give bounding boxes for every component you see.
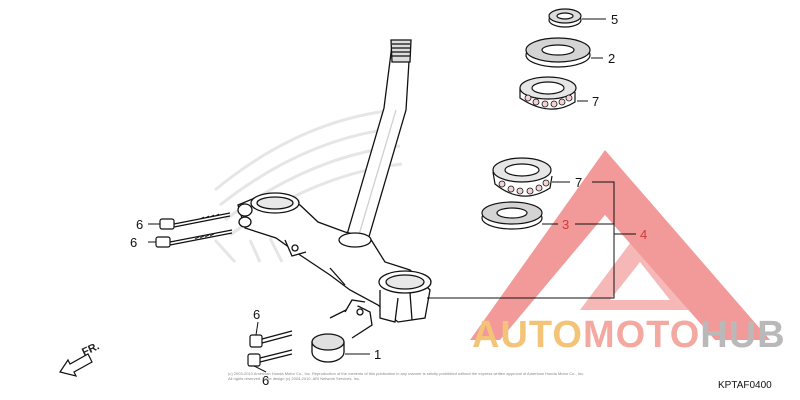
watermark-word-2: MOTO	[582, 314, 701, 356]
watermark-triangle	[470, 150, 770, 340]
front-direction-arrow: FR.	[59, 340, 101, 377]
steering-stem	[345, 39, 412, 241]
callout-2: 2	[608, 51, 615, 66]
lower-cone-race	[481, 201, 543, 230]
lower-fork-bridge	[237, 192, 432, 323]
bolt-lower-a	[249, 330, 293, 348]
callout-4: 4	[640, 227, 647, 242]
stem-nut	[548, 8, 582, 28]
copyright-notice: (c) 2003-2010 American Honda Motor Co., …	[228, 371, 585, 381]
watermark-word-3: HUB	[700, 314, 786, 356]
callout-1: 1	[374, 347, 381, 362]
leader-lines	[148, 18, 636, 373]
lower-steering-bearing	[492, 157, 553, 197]
callout-6-lower-a: 6	[253, 307, 260, 322]
bolt-upper-left-a	[159, 212, 231, 230]
callout-5: 5	[611, 12, 618, 27]
cable-clamp	[311, 299, 373, 363]
front-direction-label: FR.	[80, 340, 101, 358]
callout-6-lower-b: 6	[262, 373, 269, 388]
callout-6-upper-b: 6	[130, 235, 137, 250]
watermark-word-1: AUTO	[472, 314, 583, 356]
upper-steering-bearing	[519, 76, 577, 110]
diagram-reference-code: KPTAF0400	[718, 380, 772, 391]
callout-7-lower: 7	[575, 175, 582, 190]
watermark-logo: AUTOMOTOHUB	[472, 314, 786, 357]
callout-3: 3	[562, 217, 569, 232]
upper-cone-race	[525, 37, 591, 68]
bolt-lower-b	[247, 349, 293, 367]
callout-6-upper-a: 6	[136, 217, 143, 232]
callout-7-upper: 7	[592, 94, 599, 109]
